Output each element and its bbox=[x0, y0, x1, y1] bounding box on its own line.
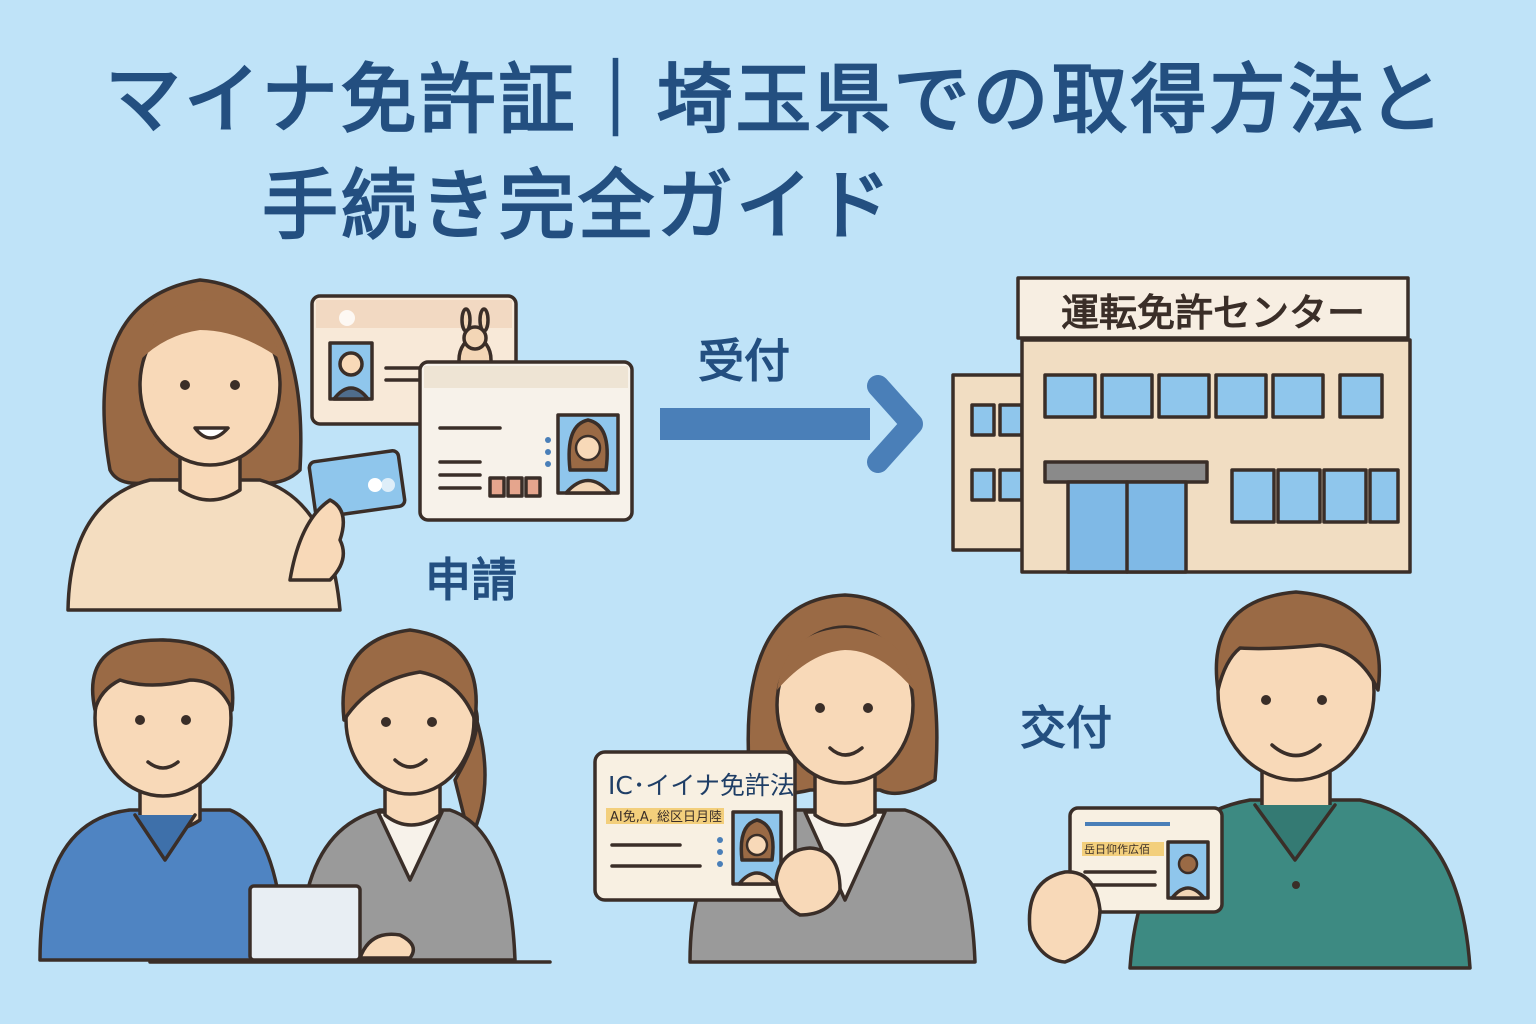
step-issuance-label: 交付 bbox=[1020, 701, 1112, 755]
building-windows bbox=[1043, 373, 1400, 524]
page-title-line-1: マイナ免許証｜埼玉県での取得方法と bbox=[105, 55, 1447, 144]
license-center-building bbox=[951, 276, 1412, 574]
building-sign: 運転免許センター bbox=[1061, 291, 1365, 335]
applicant-woman bbox=[66, 278, 407, 612]
held-card-line: AI免,A, 総区日月陸 bbox=[610, 809, 722, 825]
page-title-line-2: 手続き完全ガイド bbox=[262, 161, 894, 250]
mynumber-license-card-held bbox=[593, 750, 842, 917]
staff-woman bbox=[148, 628, 552, 964]
step-application-label: 申請 bbox=[425, 553, 517, 607]
license-card-back bbox=[418, 360, 634, 522]
small-card-line: 岳日仰作広佰 bbox=[1084, 842, 1150, 856]
step-reception-label: 受付 bbox=[698, 334, 790, 388]
applicant-man bbox=[38, 638, 287, 962]
flow-arrow bbox=[660, 375, 923, 473]
mynumber-license-card-small bbox=[1027, 806, 1224, 964]
held-card-title: IC･イイナ免許法 bbox=[608, 771, 795, 800]
